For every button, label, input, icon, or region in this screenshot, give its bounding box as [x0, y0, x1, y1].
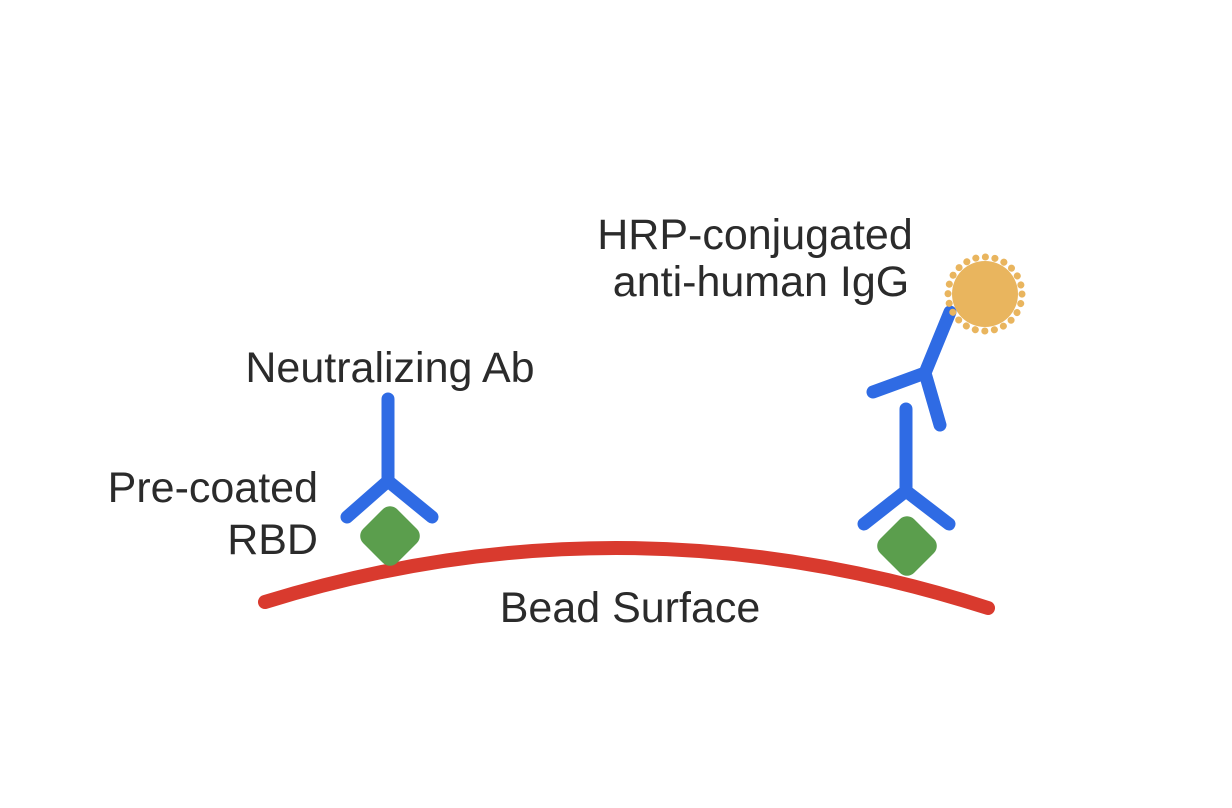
bead-surface-arc: [258, 541, 995, 615]
hrp-label-line1: HRP-conjugated: [597, 211, 913, 259]
hrp-enzyme-scalloped-edge: [944, 253, 1026, 335]
bead-surface-label: Bead Surface: [500, 584, 761, 632]
hrp-enzyme-icon: [944, 253, 1026, 335]
precoated-rbd-label-line1: Pre-coated: [108, 464, 318, 512]
precoated-rbd-label-line2: RBD: [227, 516, 318, 564]
neutralizing-ab-label: Neutralizing Ab: [245, 344, 534, 392]
bound-neutralizing-antibody-icon: [857, 402, 956, 531]
rbd-diamond-right-icon: [877, 516, 937, 576]
hrp-label-line2: anti-human IgG: [613, 258, 909, 306]
hrp-enzyme-body: [952, 261, 1018, 327]
rbd-diamond-left-icon: [360, 506, 420, 566]
detection-antibody-icon: [866, 305, 957, 432]
neutralizing-antibody-icon: [340, 392, 439, 524]
